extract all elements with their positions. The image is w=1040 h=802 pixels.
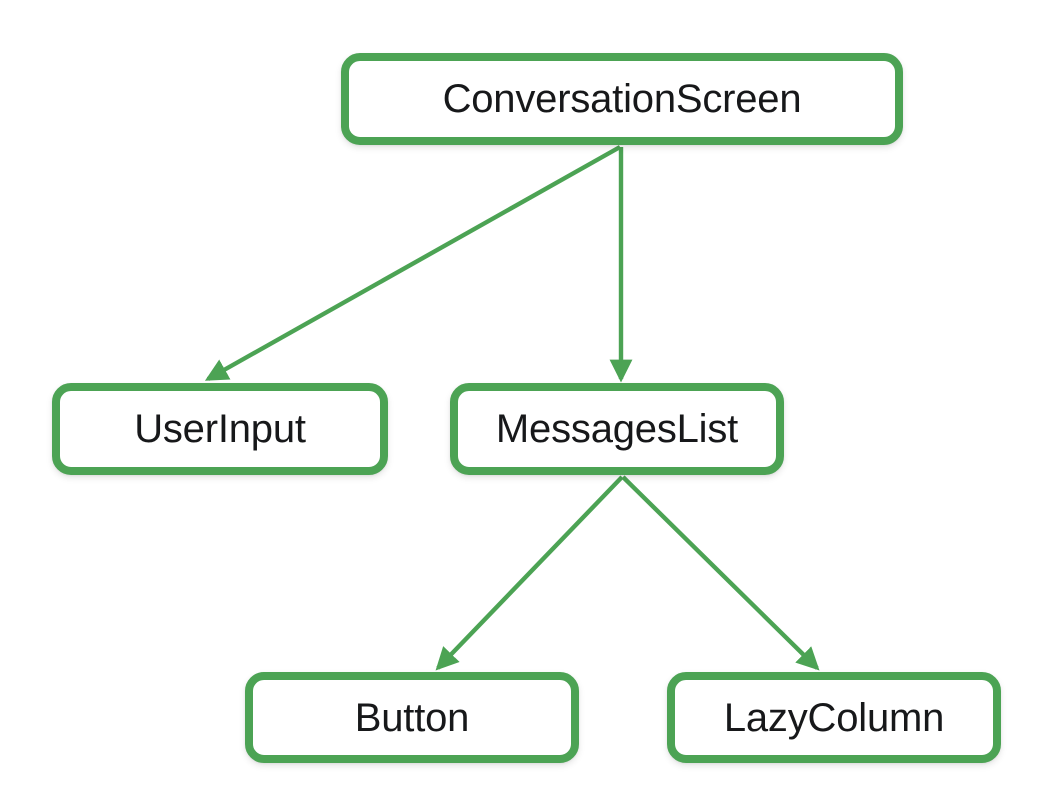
edge-messageslist-to-lazycolumn — [621, 475, 820, 671]
node-conversationscreen[interactable]: ConversationScreen — [341, 53, 903, 145]
node-label: UserInput — [134, 407, 306, 451]
node-userinput[interactable]: UserInput — [52, 383, 388, 475]
node-messageslist[interactable]: MessagesList — [450, 383, 784, 475]
node-lazycolumn[interactable]: LazyColumn — [667, 672, 1001, 763]
edge-messageslist-to-button — [435, 475, 624, 671]
node-label: Button — [354, 695, 470, 740]
edge-conversationscreen-to-userinput — [204, 145, 622, 381]
node-label: LazyColumn — [723, 695, 945, 740]
node-button[interactable]: Button — [245, 672, 579, 763]
node-label: MessagesList — [495, 407, 739, 451]
node-label: ConversationScreen — [442, 77, 802, 121]
